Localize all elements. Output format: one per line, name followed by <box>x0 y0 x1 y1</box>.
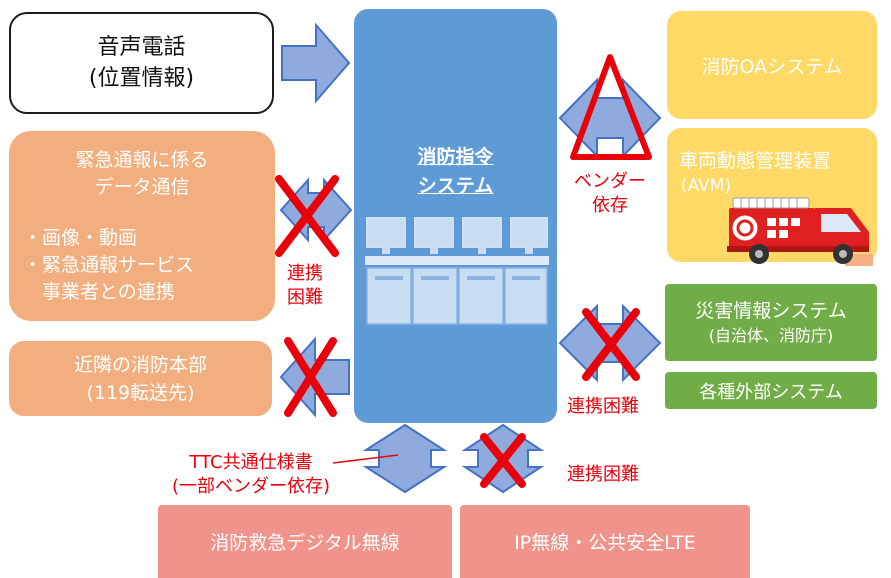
ttc-spec-line-1: TTC共通仕様書 <box>189 452 313 473</box>
neighbor-hq-sublabel: (119転送先) <box>86 381 195 404</box>
difficult-label-left: 連携 困難 <box>287 262 323 310</box>
arrow-voice-to-dispatch <box>281 22 351 104</box>
dispatch-console-icon <box>365 217 549 325</box>
disaster-info-sublabel: (自治体、消防庁) <box>708 326 834 345</box>
difficult-label-right: 連携困難 <box>567 395 639 419</box>
digital-radio-box: 消防救急デジタル無線 <box>158 505 452 578</box>
fire-truck-icon <box>727 197 873 266</box>
difficult-label-bottom: 連携困難 <box>567 463 639 487</box>
vendor-dependence-line-1: ベンダー <box>574 171 646 192</box>
x-mark-emergency-data <box>275 175 339 257</box>
difficult-bottom-text: 連携困難 <box>567 464 639 485</box>
emergency-data-title-2: データ通信 <box>94 176 190 198</box>
difficult-right-text: 連携困難 <box>567 396 639 417</box>
ttc-callout-line <box>332 454 399 464</box>
emergency-data-title-1: 緊急通報に係る <box>75 149 209 171</box>
emergency-data-item-service-cont: 事業者との連携 <box>23 281 175 303</box>
voice-call-label: 音声電話 <box>97 35 186 60</box>
ip-radio-label: IP無線・公共安全LTE <box>514 532 696 554</box>
external-systems-box: 各種外部システム <box>665 372 877 409</box>
dispatch-system-title-1: 消防指令 <box>417 146 494 168</box>
x-mark-ip-radio <box>480 433 526 488</box>
voice-call-sublabel: (位置情報) <box>88 66 195 91</box>
neighbor-hq-box: 近隣の消防本部 (119転送先) <box>9 341 272 416</box>
ttc-spec-label: TTC共通仕様書 (一部ベンダー依存) <box>151 451 351 499</box>
avm-title: 車両動態管理装置 <box>679 150 832 172</box>
voice-call-box: 音声電話 (位置情報) <box>9 12 274 114</box>
vendor-dependence-line-2: 依存 <box>592 195 628 216</box>
disaster-info-box: 災害情報システム (自治体、消防庁) <box>665 284 877 361</box>
oa-system-box: 消防OAシステム <box>667 11 877 119</box>
difficult-left-line-1: 連携 <box>287 263 323 284</box>
oa-system-label: 消防OAシステム <box>701 55 843 78</box>
ip-radio-box: IP無線・公共安全LTE <box>460 505 750 578</box>
digital-radio-label: 消防救急デジタル無線 <box>210 532 400 554</box>
disaster-info-label: 災害情報システム <box>695 300 847 322</box>
difficult-left-line-2: 困難 <box>287 287 323 308</box>
dispatch-system-box: 消防指令 システム <box>354 9 557 423</box>
vendor-dependence-label: ベンダー 依存 <box>567 170 653 218</box>
dispatch-system-title: 消防指令 システム <box>354 143 557 201</box>
emergency-data-box: 緊急通報に係る データ通信 ・画像・動画 ・緊急通報サービス 事業者との連携 <box>9 131 275 321</box>
ttc-spec-line-2: (一部ベンダー依存) <box>171 476 331 497</box>
avm-sublabel: (AVM) <box>681 176 732 196</box>
neighbor-hq-label: 近隣の消防本部 <box>73 353 207 376</box>
emergency-data-item-media: ・画像・動画 <box>23 227 138 249</box>
triangle-vendor-dependence <box>570 54 652 160</box>
external-systems-label: 各種外部システム <box>699 381 843 403</box>
dispatch-system-title-2: システム <box>417 175 494 197</box>
x-mark-disaster <box>582 308 640 381</box>
x-mark-neighbor <box>284 337 337 417</box>
arrow-digital-radio <box>362 423 448 494</box>
emergency-data-item-service: ・緊急通報サービス <box>23 254 195 276</box>
